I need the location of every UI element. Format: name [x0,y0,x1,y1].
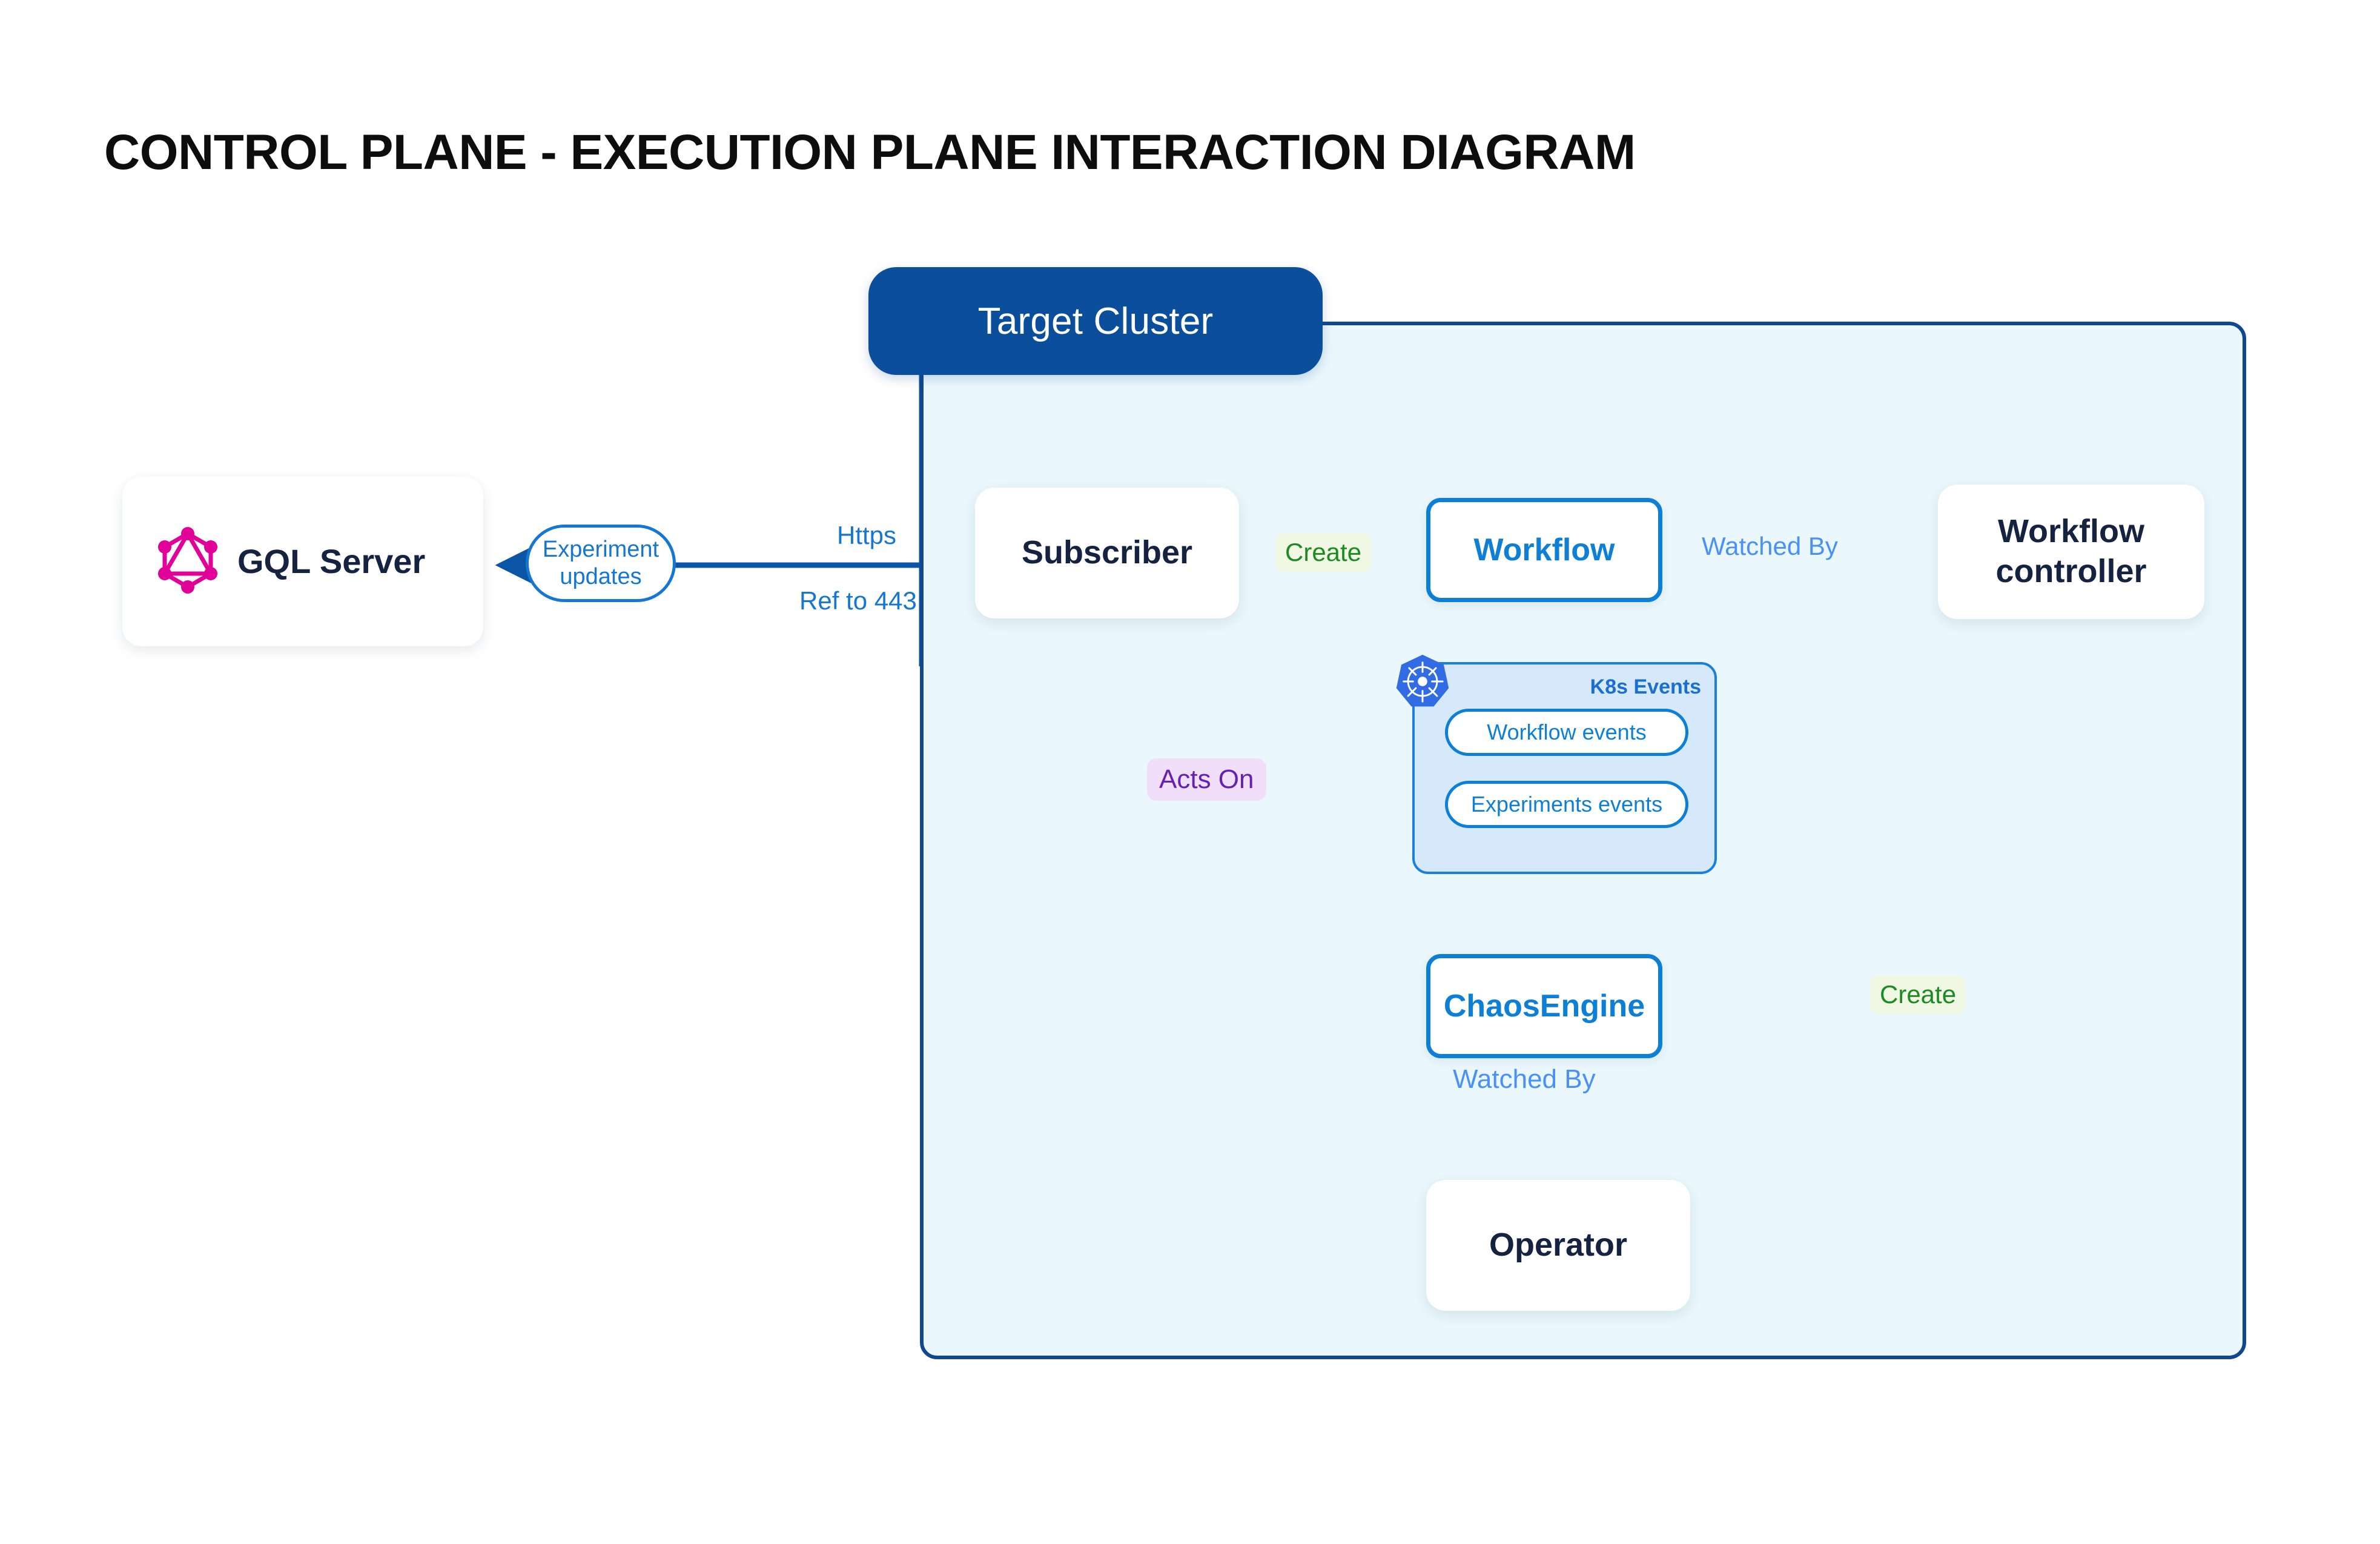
edge-label-https: Https [837,521,897,549]
edge-label-create-workflow: Create [1275,533,1372,572]
chip-workflow-events-label: Workflow events [1487,720,1647,744]
chip-experiments-events-label: Experiments events [1470,792,1663,817]
node-subscriber-label: Subscriber [1021,534,1193,571]
edge-label-watched-by-operator: Watched By [1453,1064,1596,1094]
edge-label-watched-by-workflow: Watched By [1702,532,1838,560]
page-title: CONTROL PLANE - EXECUTION PLANE INTERACT… [104,125,1636,180]
node-subscriber[interactable]: Subscriber [975,488,1239,618]
edge-label-ref-to-443: Ref to 443 [799,586,917,615]
edge-label-experiment-updates: Experiment updates [526,525,676,602]
node-workflow-controller-label: Workflow controller [1995,513,2147,589]
node-workflow-controller[interactable]: Workflow controller [1938,485,2204,619]
k8s-events-title: K8s Events [1590,675,1701,698]
target-cluster-header[interactable]: Target Cluster [868,267,1323,375]
node-operator-label: Operator [1489,1227,1628,1264]
chip-experiments-events[interactable]: Experiments events [1445,781,1688,828]
node-gql-server-label: GQL Server [237,542,426,580]
node-chaosengine-label: ChaosEngine [1443,989,1645,1024]
target-cluster-label: Target Cluster [977,300,1214,342]
node-workflow[interactable]: Workflow [1426,498,1662,602]
k8s-events-container: K8s Events Workflow events Experiments e… [1412,662,1717,874]
graphql-icon [156,526,219,597]
edge-label-acts-on: Acts On [1147,758,1266,801]
node-chaosengine[interactable]: ChaosEngine [1426,954,1662,1058]
node-operator[interactable]: Operator [1426,1180,1690,1311]
edge-label-create-chaosengine: Create [1870,975,1966,1014]
node-workflow-label: Workflow [1473,532,1615,568]
chip-workflow-events[interactable]: Workflow events [1445,709,1688,756]
node-gql-server[interactable]: GQL Server [122,477,483,646]
kubernetes-icon [1395,654,1450,709]
